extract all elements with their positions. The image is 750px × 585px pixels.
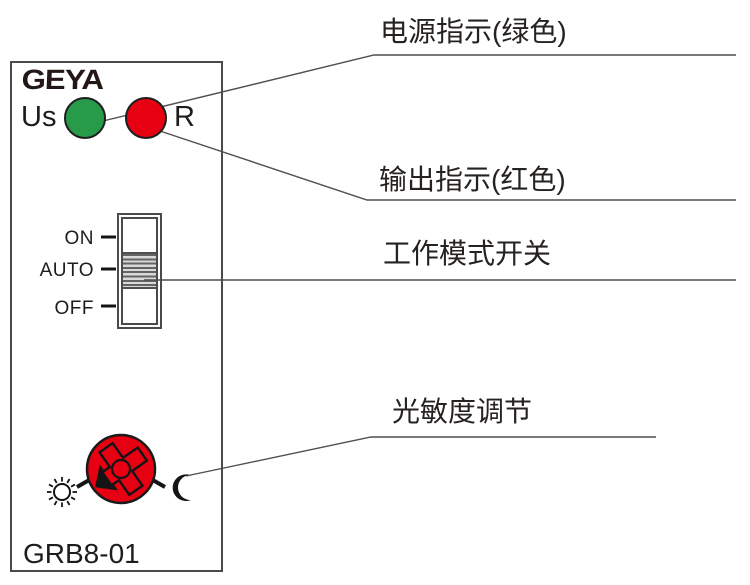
switch-position-on: ON	[64, 228, 94, 249]
mode-switch	[117, 213, 162, 329]
mode-switch-track	[121, 217, 158, 325]
model-label: GRB8-01	[23, 538, 140, 569]
output-led-red	[125, 97, 167, 139]
annotation-sensitivity-knob: 光敏度调节	[392, 396, 533, 427]
switch-position-off: OFF	[54, 298, 94, 319]
annotation-mode-switch: 工作模式开关	[383, 238, 552, 269]
output-led-label: R	[174, 101, 195, 133]
brand-logo: GEYA	[21, 64, 141, 95]
power-led-label: Us	[21, 101, 57, 133]
mode-switch-slider	[123, 252, 156, 289]
brand-logo-text: GEYA	[21, 64, 104, 95]
annotation-power-indicator: 电源指示(绿色)	[380, 16, 567, 47]
power-led-green	[64, 97, 106, 139]
switch-position-auto: AUTO	[39, 260, 94, 281]
annotation-output-indicator: 输出指示(红色)	[379, 164, 566, 195]
leader-line-sensitivity	[185, 436, 656, 477]
